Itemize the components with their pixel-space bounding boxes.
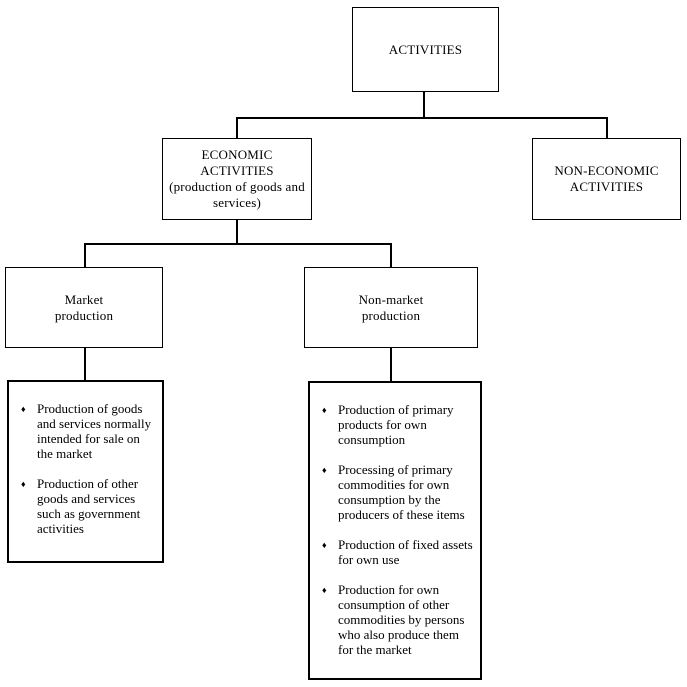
node-non-economic-label-line: NON-ECONOMIC: [554, 163, 659, 178]
list-item-text: Production of fixed assets for own use: [338, 537, 473, 567]
node-economic-label-line: (production of goods and: [169, 179, 305, 194]
diamond-bullet-icon: ♦: [322, 540, 327, 550]
connector-economic-down: [236, 219, 238, 245]
list-item-text: Production of other goods and services s…: [37, 476, 141, 536]
node-non-market-label-line: production: [361, 307, 421, 323]
diamond-bullet-icon: ♦: [322, 465, 327, 475]
list-item: ♦ Production of fixed assets for own use: [322, 537, 474, 567]
node-economic-label-line: ECONOMIC: [201, 147, 273, 162]
list-item: ♦ Production of primary products for own…: [322, 402, 474, 447]
market-production-list: ♦ Production of goods and services norma…: [7, 380, 164, 563]
connector-market-drop: [84, 243, 86, 267]
node-activities: ACTIVITIES: [352, 7, 499, 92]
node-economic-activities: ECONOMIC ACTIVITIES (production of goods…: [162, 138, 312, 220]
list-item: ♦ Processing of primary commodities for …: [322, 462, 474, 522]
list-item: ♦ Production for own consumption of othe…: [322, 582, 474, 657]
node-economic-label-line: ACTIVITIES: [200, 163, 274, 178]
non-market-production-list: ♦ Production of primary products for own…: [308, 381, 482, 680]
node-market-label-line: production: [54, 307, 114, 323]
node-activities-label: ACTIVITIES: [388, 41, 463, 57]
connector-market-list-drop: [84, 348, 86, 380]
node-non-market-label-line: Non-market: [358, 291, 424, 307]
connector-non-market-list-drop: [390, 348, 392, 381]
connector-economic-drop: [236, 117, 238, 138]
connector-activities-drop: [423, 92, 425, 118]
node-non-economic-activities: NON-ECONOMIC ACTIVITIES: [532, 138, 681, 220]
node-economic-label-line: services): [213, 195, 261, 210]
node-market-label-line: Market: [64, 291, 104, 307]
diamond-bullet-icon: ♦: [21, 404, 26, 414]
list-item-text: Processing of primary commodities for ow…: [338, 462, 465, 522]
list-item-text: Production for own consumption of other …: [338, 582, 465, 657]
list-item: ♦ Production of goods and services norma…: [21, 401, 156, 461]
connector-non-market-drop: [390, 243, 392, 267]
node-non-market-production: Non-market production: [304, 267, 478, 348]
connector-non-economic-drop: [606, 117, 608, 138]
node-non-economic-label-line: ACTIVITIES: [569, 179, 644, 194]
diamond-bullet-icon: ♦: [21, 479, 26, 489]
connector-level3-horizontal: [84, 243, 392, 245]
node-market-production: Market production: [5, 267, 163, 348]
diamond-bullet-icon: ♦: [322, 585, 327, 595]
diamond-bullet-icon: ♦: [322, 405, 327, 415]
list-item-text: Production of goods and services normall…: [37, 401, 152, 461]
list-item: ♦ Production of other goods and services…: [21, 476, 156, 536]
list-item-text: Production of primary products for own c…: [338, 402, 454, 447]
connector-level2-horizontal: [236, 117, 608, 119]
